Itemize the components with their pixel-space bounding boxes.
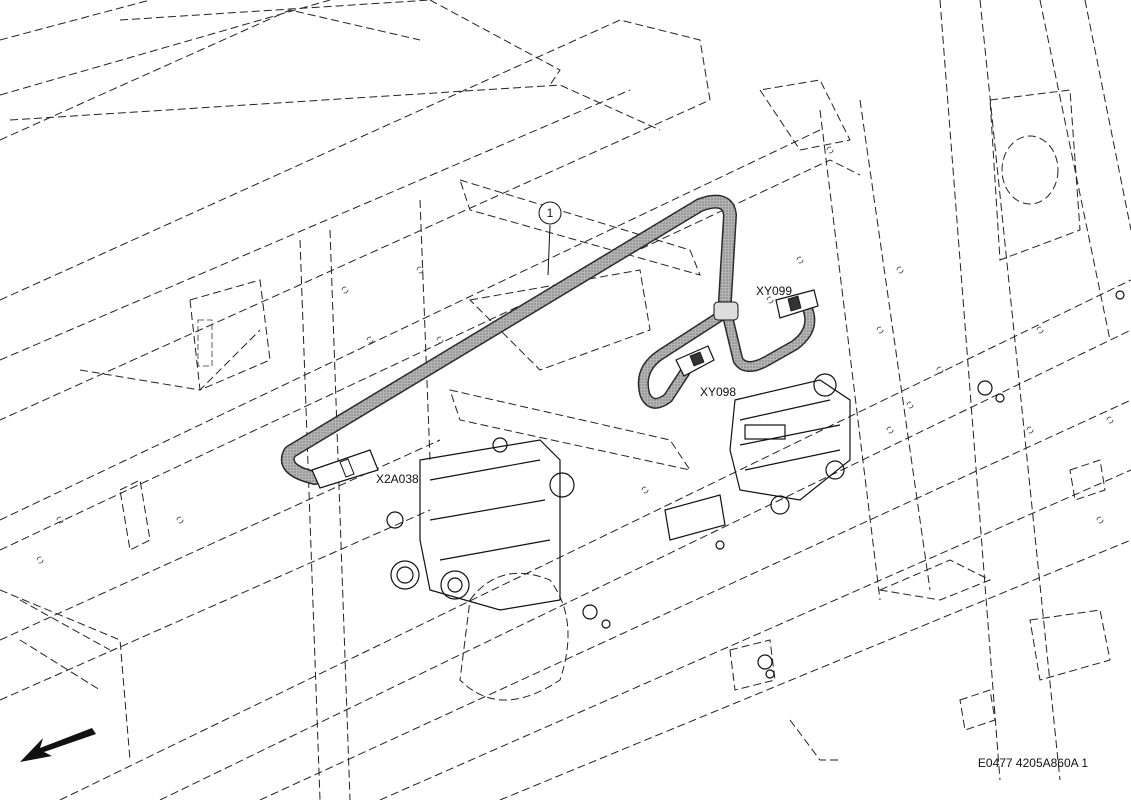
connector-xy098 bbox=[675, 345, 715, 377]
connector-x2a038 bbox=[311, 449, 379, 489]
direction-arrow-icon bbox=[20, 728, 96, 762]
label-xy098: XY098 bbox=[700, 385, 736, 399]
valve-block-right bbox=[664, 373, 851, 550]
figure-code: E0477 4205A860A 1 bbox=[978, 756, 1088, 770]
connector-xy099 bbox=[775, 289, 819, 319]
valve-block-left bbox=[386, 437, 575, 611]
label-x2a038: X2A038 bbox=[376, 472, 419, 486]
callout-1: 1 bbox=[538, 201, 562, 276]
label-xy099: XY099 bbox=[756, 284, 792, 298]
clamps bbox=[582, 290, 1125, 679]
wire-harness bbox=[280, 194, 816, 485]
callout-number: 1 bbox=[547, 206, 554, 220]
